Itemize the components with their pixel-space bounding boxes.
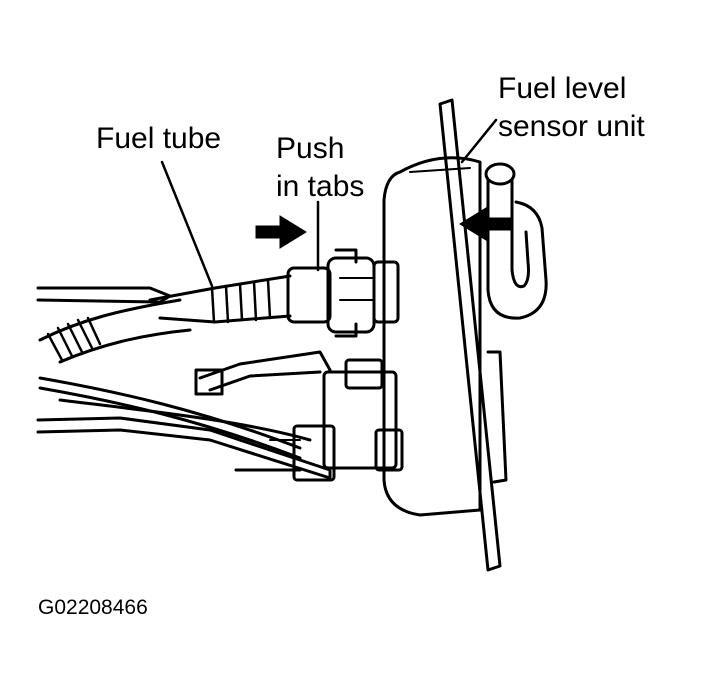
figure-code: G02208466	[38, 596, 148, 619]
harness-outline-lower	[36, 416, 332, 480]
label-sensor-unit: sensor unit	[498, 110, 645, 143]
fuel-tube-ribs	[210, 278, 272, 324]
return-pipe-opening	[484, 162, 516, 186]
connector-nipple	[372, 260, 400, 324]
wire-bundle-1	[38, 376, 302, 450]
wire-bundle-3	[58, 398, 312, 442]
mounting-plate	[438, 98, 502, 572]
quick-connector-body	[286, 266, 332, 324]
push-tab-housing	[326, 256, 376, 334]
label-in-tabs: in tabs	[276, 170, 365, 203]
fuel-tube-upper	[148, 274, 292, 302]
leader-sensor-unit	[460, 118, 498, 164]
arrow-push-left	[459, 207, 511, 241]
electrical-connector	[322, 370, 398, 470]
sensor-unit-body	[382, 156, 482, 517]
corrugated-hose-inner	[58, 328, 192, 364]
label-push: Push	[276, 132, 345, 165]
corrugated-hose-outer	[38, 298, 182, 342]
return-pipe-inner	[510, 178, 530, 289]
hose-ribs	[46, 316, 102, 362]
leader-fuel-tube	[160, 160, 214, 288]
label-fuel-tube: Fuel tube	[96, 122, 222, 155]
mounting-bracket-right	[486, 350, 508, 484]
arrow-push-right	[255, 215, 307, 249]
return-pipe-outer	[486, 178, 548, 320]
push-tab-lower	[334, 322, 358, 338]
label-fuel-level: Fuel level	[498, 72, 627, 105]
push-tab-upper	[334, 248, 358, 264]
